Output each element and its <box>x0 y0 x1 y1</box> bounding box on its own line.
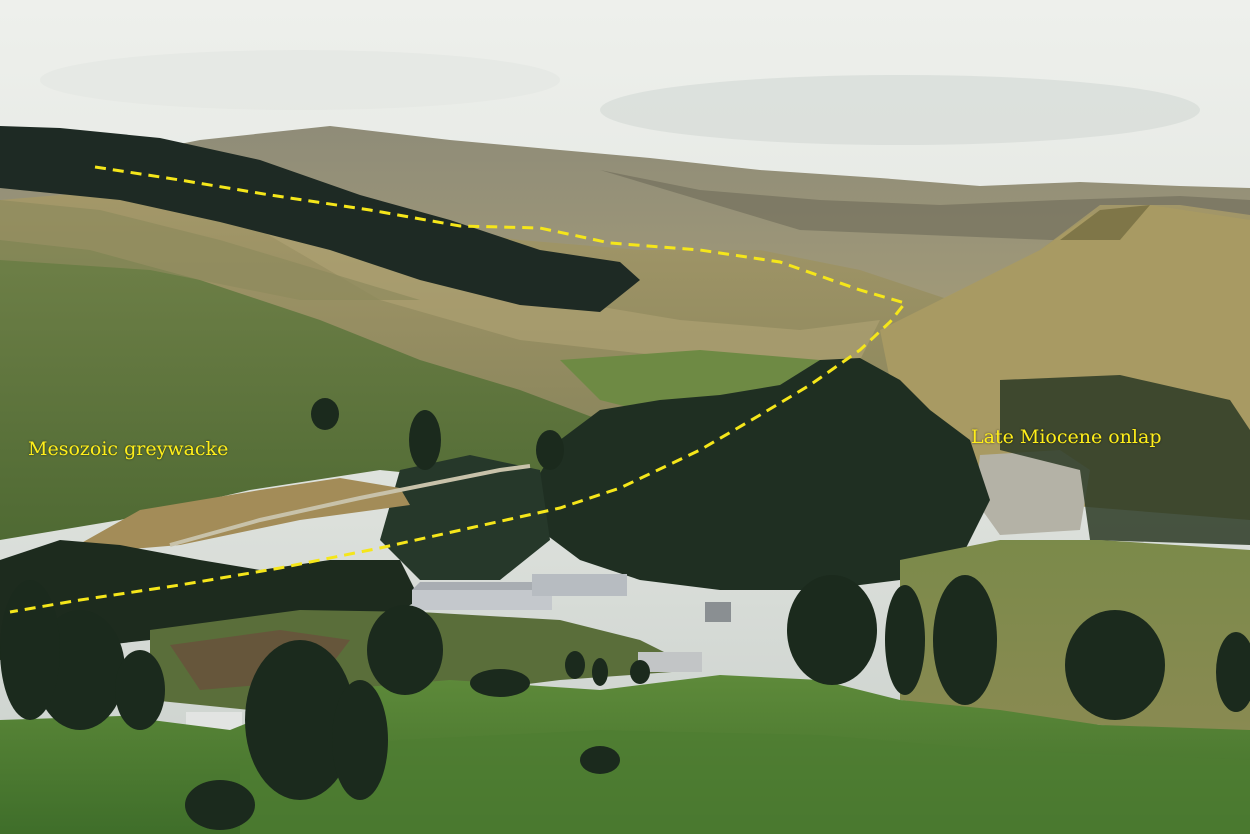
cleared-slope <box>60 478 410 555</box>
scattered-trees <box>0 398 1250 830</box>
mesozoic-greywacke-label: Mesozoic greywacke <box>28 438 229 460</box>
miocene-cliff <box>975 450 1090 535</box>
road <box>169 464 531 547</box>
late-miocene-onlap-label: Late Miocene onlap <box>971 426 1162 448</box>
upper-pine-forest <box>0 126 640 312</box>
geologic-contact-line <box>9 165 908 614</box>
central-pine-forest <box>530 358 990 590</box>
